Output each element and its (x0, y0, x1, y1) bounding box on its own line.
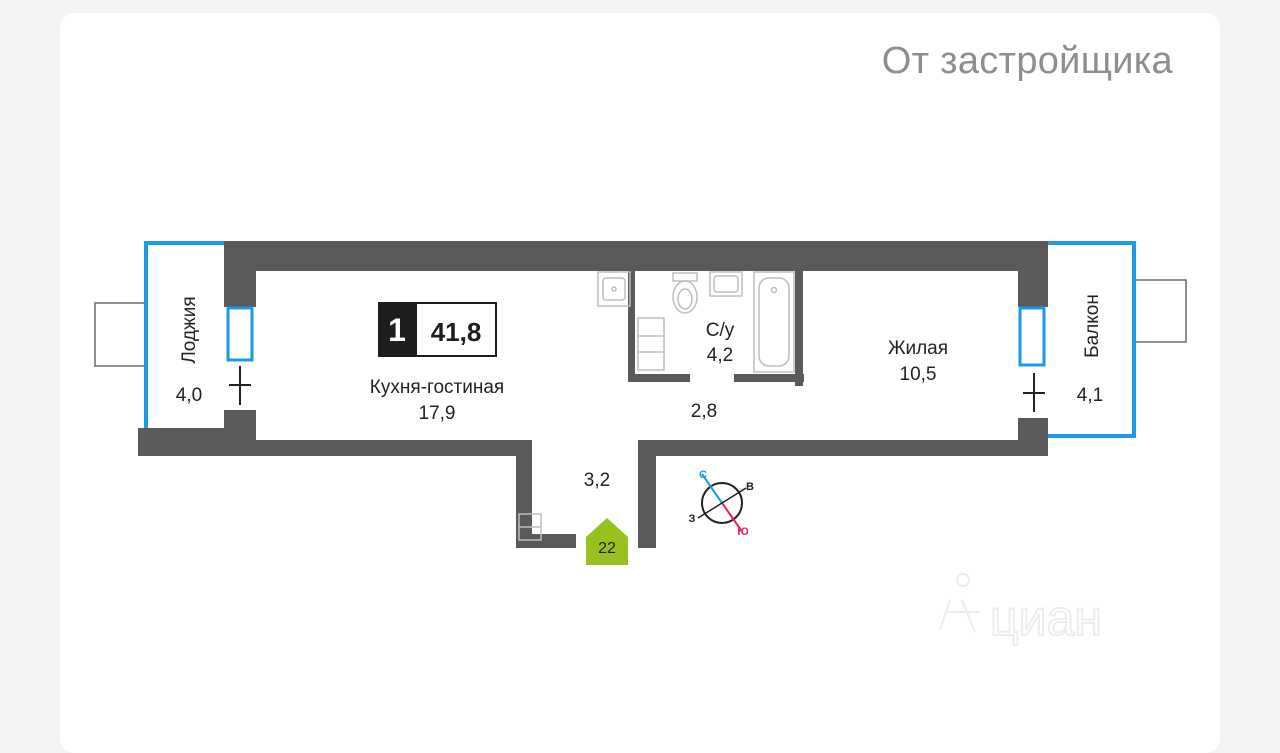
sink-icon (597, 271, 631, 307)
toilet-icon (672, 272, 698, 314)
corridor-area: 2,8 (691, 401, 717, 422)
total-area: 41,8 (431, 317, 482, 347)
balcony-area: 4,1 (1077, 385, 1103, 406)
loggia-area: 4,0 (176, 385, 202, 406)
washer-icon (637, 317, 665, 371)
compass-north: С (699, 469, 707, 481)
watermark: циан (939, 573, 1103, 647)
entrance-marker: 22 (586, 518, 628, 565)
entrance-marker-label: 22 (598, 540, 616, 557)
kitchen-area: 17,9 (419, 403, 456, 424)
compass-south: Ю (737, 526, 748, 538)
compass-icon: С В Ю З (689, 469, 754, 538)
balcony-window (1133, 279, 1187, 343)
balcony-name: Балкон (1082, 294, 1103, 358)
washbasin-icon (709, 271, 743, 297)
balcony-outline (1048, 241, 1136, 438)
floor-plan: 1 41,8 Лоджия 4,0 Кухня-гостиная 17,9 С/… (94, 241, 1187, 647)
living-area: 10,5 (900, 364, 937, 385)
window-right (1018, 306, 1046, 367)
rooms-count: 1 (388, 312, 406, 348)
area-badge: 1 41,8 (378, 302, 497, 357)
loggia-door-mark (229, 366, 251, 405)
window-left (226, 306, 254, 362)
loggia-outline (144, 241, 224, 428)
living-name: Жилая (888, 338, 948, 359)
compass-west: З (689, 513, 696, 525)
loggia-name: Лоджия (179, 296, 200, 363)
walls (138, 241, 1048, 548)
kitchen-name: Кухня-гостиная (370, 377, 504, 398)
balcony-door-mark (1023, 373, 1045, 412)
bathroom-name: С/у (706, 320, 735, 341)
bathtub-icon (753, 271, 795, 373)
loggia-window (94, 302, 148, 367)
hall-area: 3,2 (584, 470, 610, 491)
utility-box-icon (518, 513, 542, 541)
bathroom-area: 4,2 (707, 345, 733, 366)
source-label: От застройщика (881, 40, 1173, 82)
compass-east: В (746, 481, 754, 493)
listing-card (60, 13, 1220, 753)
watermark-text: циан (990, 590, 1102, 646)
